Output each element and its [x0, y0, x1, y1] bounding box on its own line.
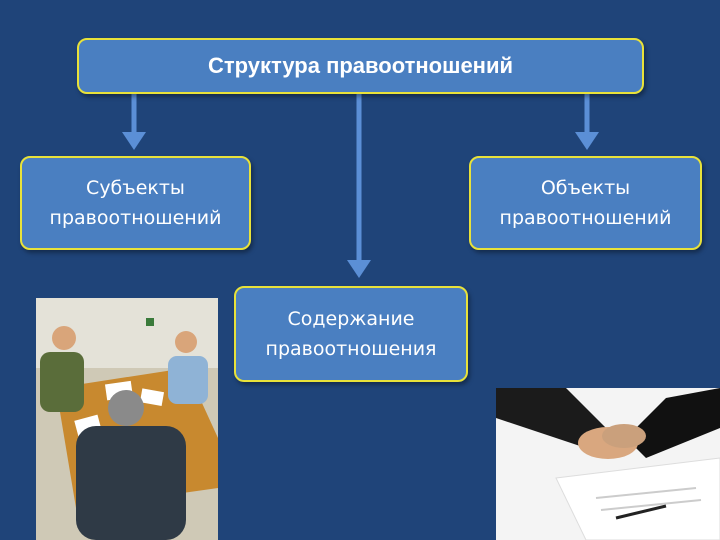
- content-label: Содержание правоотношения: [265, 308, 437, 360]
- arrowhead-content: [347, 260, 371, 278]
- handshake-photo: [496, 388, 720, 540]
- structure-title-box: Структура правоотношений: [77, 38, 644, 94]
- business-meeting-photo: [36, 298, 218, 540]
- content-box: Содержание правоотношения: [234, 286, 468, 382]
- arrowhead-subjects: [122, 132, 146, 150]
- structure-title: Структура правоотношений: [207, 53, 514, 78]
- page-number: 16: [662, 510, 676, 524]
- objects-box: Объекты правоотношений: [469, 156, 702, 250]
- subjects-box: Субъекты правоотношений: [20, 156, 251, 250]
- arrowhead-objects: [575, 132, 599, 150]
- subjects-label: Субъекты правоотношений: [49, 177, 222, 229]
- objects-label: Объекты правоотношений: [499, 177, 672, 229]
